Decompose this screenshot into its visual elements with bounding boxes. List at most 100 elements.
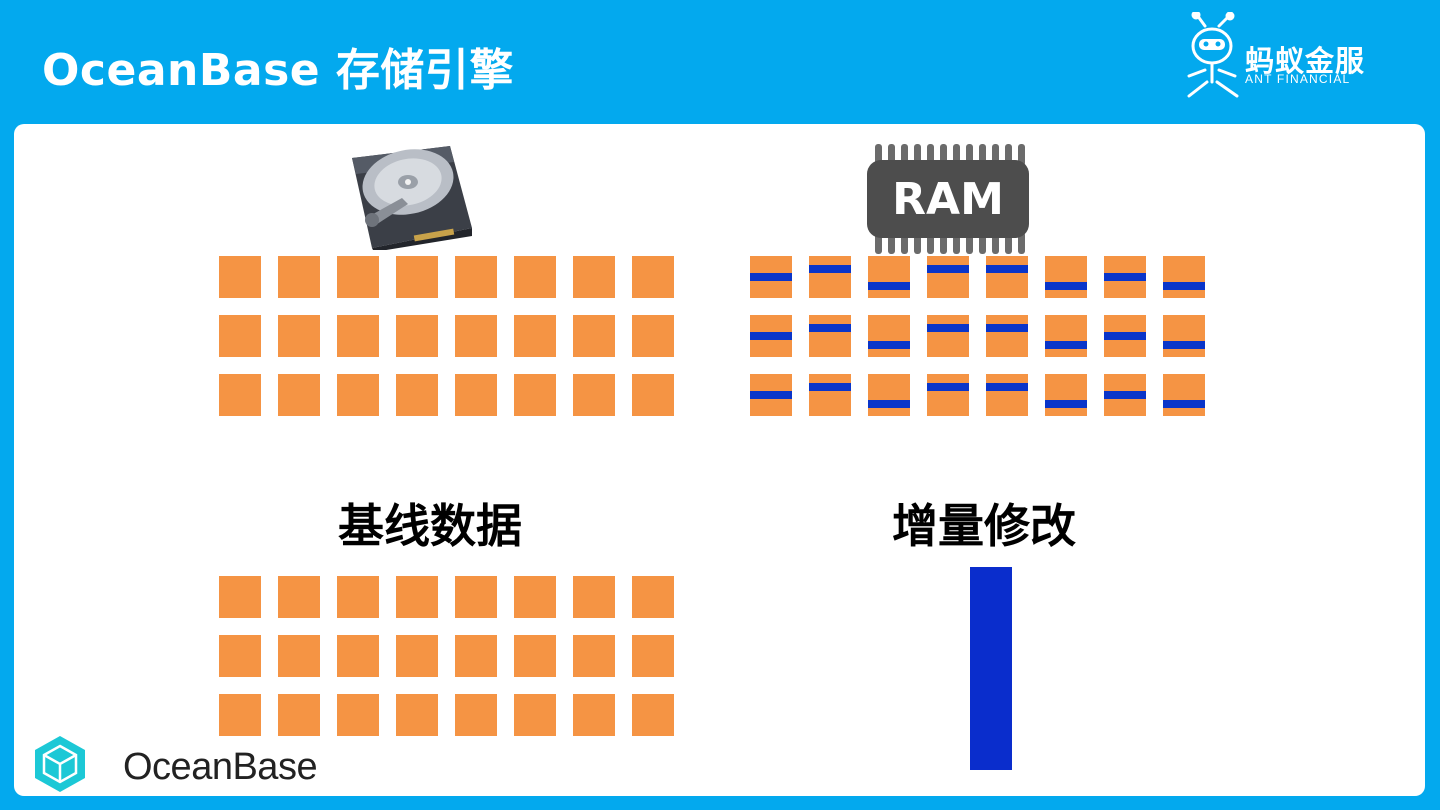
baseline-block-grid — [219, 576, 674, 736]
data-block — [219, 315, 261, 357]
ram-chip-icon: RAM — [863, 142, 1033, 258]
data-block — [278, 256, 320, 298]
data-block — [455, 315, 497, 357]
data-block — [396, 694, 438, 736]
data-block — [573, 315, 615, 357]
data-block — [455, 635, 497, 677]
ram-data-block — [868, 256, 910, 298]
modification-bar — [1163, 341, 1205, 349]
data-block — [573, 694, 615, 736]
data-block — [219, 374, 261, 416]
ram-data-block — [809, 315, 851, 357]
modification-bar — [809, 383, 851, 391]
data-block — [455, 374, 497, 416]
data-block — [514, 315, 556, 357]
disk-block-grid — [219, 256, 674, 416]
data-block — [278, 635, 320, 677]
brand-name-en: ANT FINANCIAL — [1245, 72, 1350, 86]
modification-bar — [927, 265, 969, 273]
data-block — [219, 635, 261, 677]
ram-chip-label: RAM — [892, 174, 1004, 225]
modification-bar — [1104, 332, 1146, 340]
modification-bar — [868, 282, 910, 290]
ram-data-block — [986, 315, 1028, 357]
modification-bar — [750, 273, 792, 281]
ram-block-grid — [750, 256, 1205, 416]
data-block — [337, 576, 379, 618]
data-block — [573, 576, 615, 618]
data-block — [514, 694, 556, 736]
data-block — [396, 635, 438, 677]
ram-data-block — [809, 374, 851, 416]
modification-bar — [750, 391, 792, 399]
modification-bar — [986, 324, 1028, 332]
data-block — [514, 374, 556, 416]
modification-bar — [986, 265, 1028, 273]
content-panel: RAM 基线数据 增量修改 OceanBase — [14, 124, 1425, 796]
ram-data-block — [1104, 315, 1146, 357]
data-block — [632, 256, 674, 298]
data-block — [455, 694, 497, 736]
data-block — [514, 256, 556, 298]
ram-data-block — [868, 374, 910, 416]
ram-data-block — [750, 374, 792, 416]
data-block — [396, 256, 438, 298]
ram-data-block — [1163, 315, 1205, 357]
ram-data-block — [1045, 256, 1087, 298]
ram-data-block — [1045, 315, 1087, 357]
data-block — [455, 576, 497, 618]
modification-bar — [868, 400, 910, 408]
oceanbase-logo: OceanBase — [30, 734, 330, 794]
data-block — [455, 256, 497, 298]
data-block — [337, 315, 379, 357]
ram-data-block — [868, 315, 910, 357]
oceanbase-logo-text: OceanBase — [123, 746, 317, 789]
ant-financial-logo: 蚂蚁金服 ANT FINANCIAL — [1183, 12, 1373, 102]
modification-bar — [1045, 341, 1087, 349]
modification-bar — [809, 265, 851, 273]
data-block — [337, 694, 379, 736]
ram-data-block — [927, 256, 969, 298]
modification-bar — [868, 341, 910, 349]
data-block — [337, 635, 379, 677]
data-block — [278, 315, 320, 357]
modification-bar — [1045, 282, 1087, 290]
ram-data-block — [809, 256, 851, 298]
modification-bar — [927, 324, 969, 332]
data-block — [632, 576, 674, 618]
page-title: OceanBase 存储引擎 — [42, 34, 514, 98]
baseline-data-label: 基线数据 — [338, 490, 522, 556]
ram-data-block — [750, 315, 792, 357]
data-block — [573, 635, 615, 677]
ram-data-block — [750, 256, 792, 298]
ram-data-block — [927, 315, 969, 357]
data-block — [573, 374, 615, 416]
ram-data-block — [1104, 374, 1146, 416]
ram-data-block — [1045, 374, 1087, 416]
data-block — [514, 635, 556, 677]
hard-disk-icon — [332, 140, 472, 250]
ram-data-block — [986, 256, 1028, 298]
data-block — [632, 635, 674, 677]
ram-data-block — [1104, 256, 1146, 298]
data-block — [396, 374, 438, 416]
modification-bar — [986, 383, 1028, 391]
ram-data-block — [1163, 374, 1205, 416]
ram-data-block — [986, 374, 1028, 416]
delta-changes-label: 增量修改 — [892, 490, 1076, 556]
data-block — [396, 315, 438, 357]
oceanbase-hexagon-icon — [30, 734, 90, 794]
modification-bar — [1163, 282, 1205, 290]
data-block — [632, 374, 674, 416]
data-block — [278, 576, 320, 618]
data-block — [219, 576, 261, 618]
ant-mascot-icon — [1183, 12, 1243, 100]
delta-bar — [970, 567, 1012, 770]
modification-bar — [809, 324, 851, 332]
modification-bar — [1045, 400, 1087, 408]
ram-data-block — [1163, 256, 1205, 298]
modification-bar — [1104, 273, 1146, 281]
data-block — [632, 694, 674, 736]
data-block — [219, 694, 261, 736]
modification-bar — [927, 383, 969, 391]
